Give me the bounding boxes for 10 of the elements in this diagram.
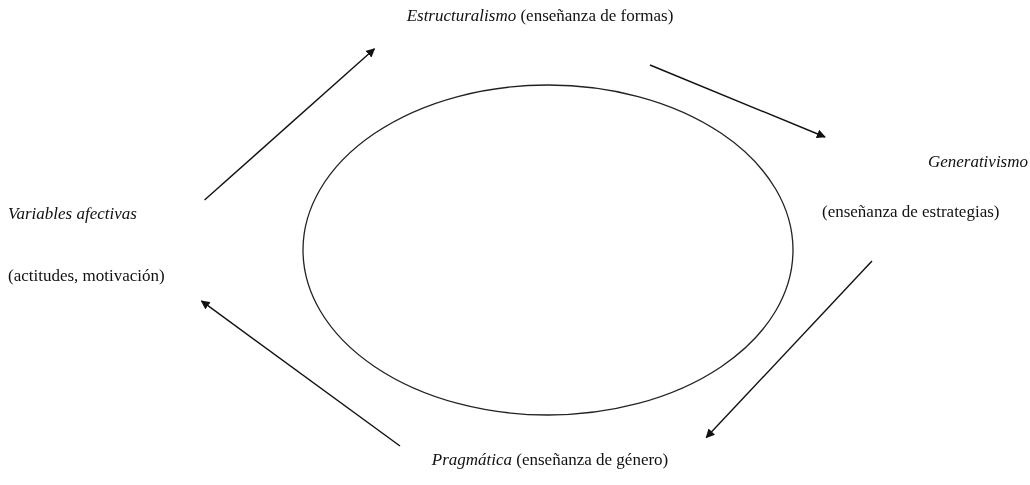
text-label: (enseñanza de estrategias) [822,201,1001,223]
text-label: Pragmática (enseñanza de género) [430,450,670,470]
arrow [200,300,401,447]
text-label: Variables afectivas [8,204,138,224]
arrow [649,64,826,139]
text-label: Generativismo [926,152,1028,172]
text-label: (actitudes, motivación) [8,266,166,286]
arrow [705,260,873,439]
arrow [203,48,376,201]
text-label: Estructuralismo (enseñanza de formas) [405,6,675,26]
